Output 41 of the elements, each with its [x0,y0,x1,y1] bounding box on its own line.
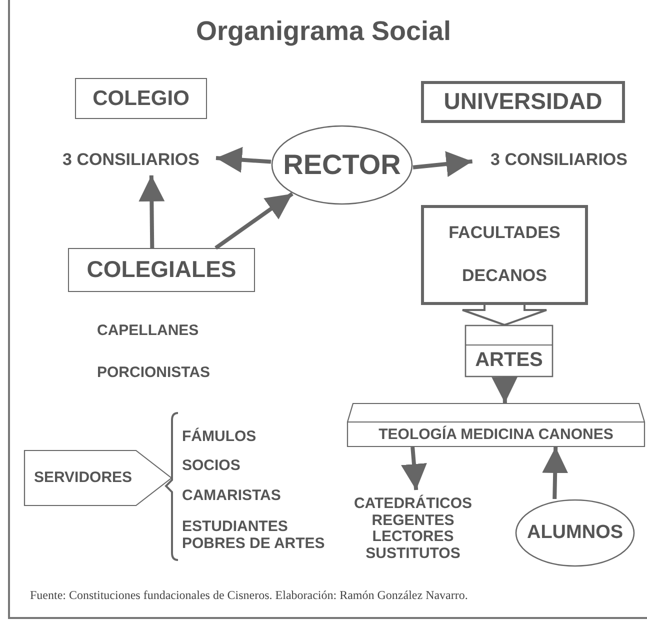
arrow [492,376,518,404]
node-text: 3 CONSILIARIOS [490,150,628,170]
caption: Fuente: Constituciones fundacionales de Cisneros. Elaboración: Ramón González Navarro. [30,588,468,603]
arrow [138,175,165,248]
arrow [412,151,472,177]
ellipse-node [515,499,635,567]
node-text: UNIVERSIDAD [444,89,602,115]
label-box [421,81,625,123]
title: Organigrama Social [194,16,452,47]
role-label: ESTUDIANTES POBRES DE ARTES [182,518,326,552]
node-text: CATEDRÁTICOS [354,496,472,512]
node-text: REGENTES [372,512,454,529]
box-node [465,325,553,377]
role-label: PORCIONISTAS [97,364,210,382]
node-text: FACULTADES [448,224,560,243]
arrow [216,146,272,173]
role-label: CAMARISTAS [182,487,281,504]
node-text: COLEGIALES [86,257,236,283]
ellipse-node [271,125,413,205]
node-text: ARTES [475,349,543,371]
label-box [421,205,588,305]
node-text: LECTORES [372,529,454,546]
node-text: SERVIDORES [34,470,132,486]
arrow [542,446,568,500]
pentagon-box [24,450,172,506]
node-text: 3 CONSILIARIOS [62,150,200,170]
node-text: RECTOR [283,150,401,180]
slab-box [347,403,645,447]
arrow [462,304,548,326]
arrow [214,192,294,250]
node-text: COLEGIO [92,86,190,110]
label-box [68,248,255,292]
arrow [401,446,427,490]
role-label: SOCIOS [182,457,240,474]
node-text: ALUMNOS [526,522,624,544]
role-label: CAPELLANES [97,322,199,340]
node-text: TEOLOGÍA MEDICINA CANONES [378,426,614,443]
label-box [75,78,207,119]
node-text: SUSTITUTOS [366,546,460,562]
role-label: FÁMULOS [182,428,256,446]
node-text: DECANOS [462,267,547,286]
